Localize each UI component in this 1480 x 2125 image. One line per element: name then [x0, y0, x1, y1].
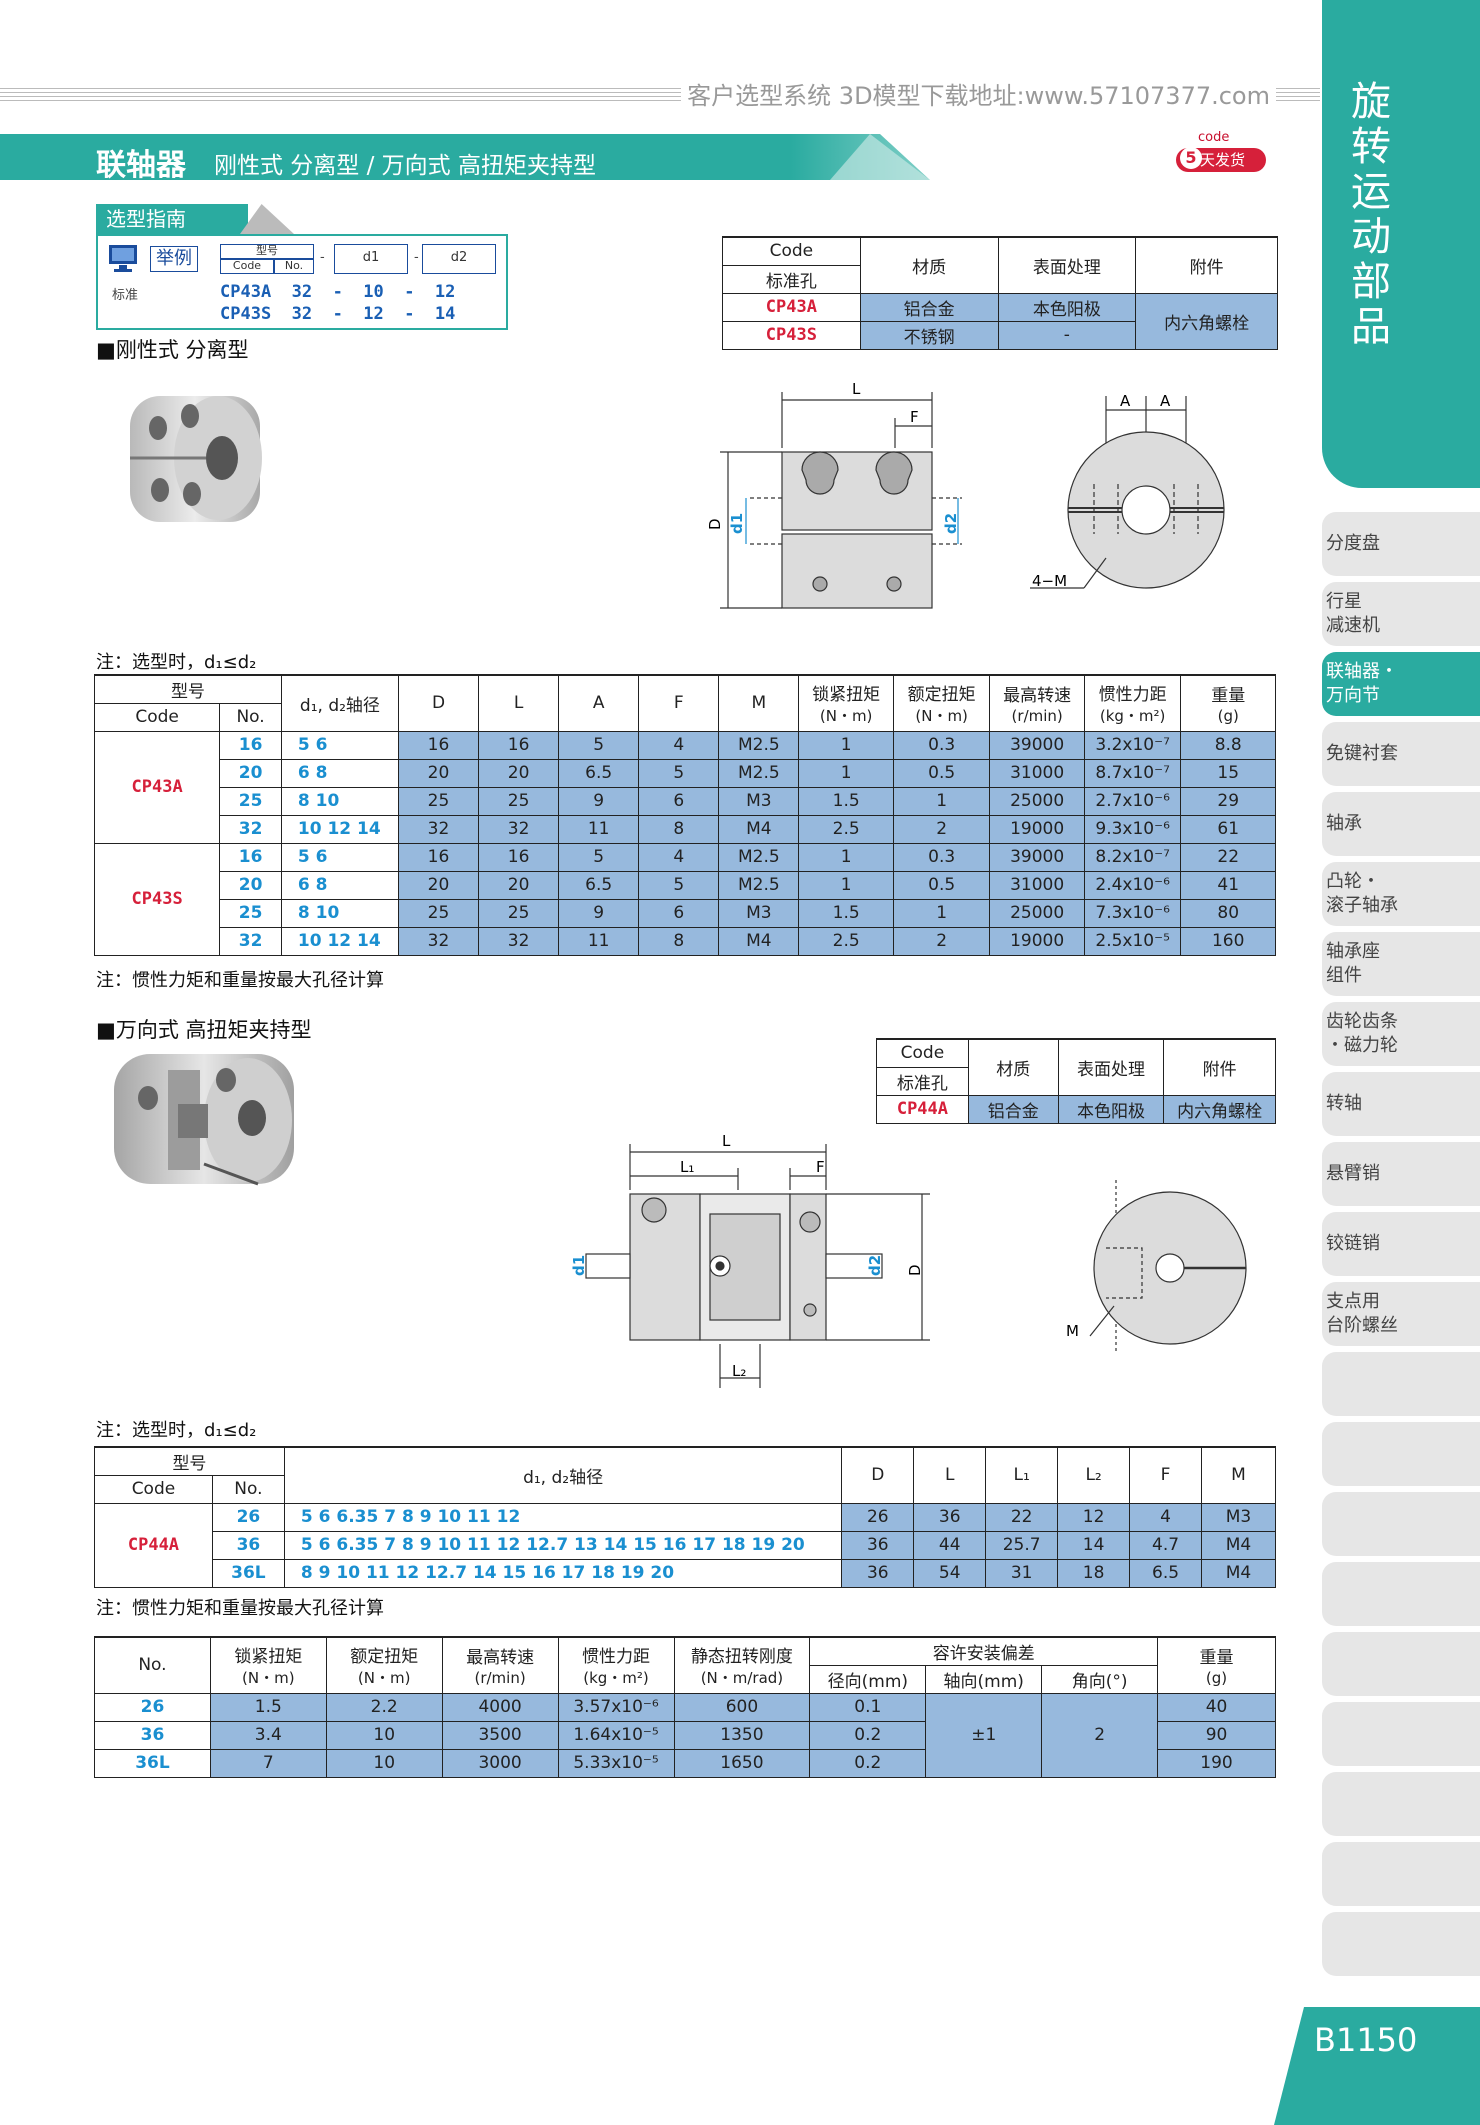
example-line-1: CP43A 32 - 10 - 12: [220, 282, 456, 302]
sidebar-item-empty: [1322, 1562, 1480, 1626]
sidebar-item-cantilever-pin[interactable]: 悬臂销: [1322, 1142, 1480, 1206]
sidebar-item-hinge-pin[interactable]: 铰链销: [1322, 1212, 1480, 1276]
section2-note-before: 注：选型时，d₁≤d₂: [96, 1420, 257, 1441]
rigid-coupling-photo: [130, 396, 262, 522]
guide-tab: 选型指南: [96, 204, 248, 234]
code-cell: CP43S: [93, 842, 221, 956]
sidebar-item-cam-follower[interactable]: 凸轮・ 滚子轴承: [1322, 862, 1480, 926]
section1-material-table: Code 材质 表面处理 附件 标准孔 CP43A 铝合金 本色阳极 内六角螺栓…: [722, 236, 1278, 350]
sidebar-item-empty: [1322, 1352, 1480, 1416]
sidebar-item-keyless-bushing[interactable]: 免键衬套: [1322, 722, 1480, 786]
rigid-coupling-side-drawing: L F D d1 d2: [706, 380, 962, 609]
url-banner: 客户选型系统 3D模型下载地址:www.57107377.com: [0, 84, 1320, 108]
svg-text:d1: d1: [728, 513, 746, 534]
code-cell: CP44A: [94, 1502, 213, 1588]
sidebar-item-shoulder-screw[interactable]: 支点用 台阶螺丝: [1322, 1282, 1480, 1346]
guide-tab-decoration: [240, 204, 294, 234]
universal-coupling-photo: [114, 1054, 294, 1186]
sidebar-item-coupling[interactable]: 联轴器・ 万向节: [1322, 652, 1480, 716]
rigid-coupling-end-drawing: A A 4−M: [1030, 392, 1225, 590]
section2-note-after: 注：惯性力矩和重量按最大孔径计算: [96, 1598, 384, 1619]
section2-performance-table: No. 锁紧扭矩(N・m) 额定扭矩(N・m) 最高转速(r/min) 惯性力距…: [94, 1636, 1276, 1778]
section1-spec-table: 型号 d₁, d₂轴径 D L A F M 锁紧扭矩(N・m) 额定扭矩(N・m…: [93, 674, 1276, 956]
sidebar-item-index-table[interactable]: 分度盘: [1322, 512, 1480, 576]
svg-text:D: D: [906, 1264, 924, 1276]
section1-note-before: 注：选型时，d₁≤d₂: [96, 652, 257, 673]
code-cell: CP44A: [876, 1094, 969, 1124]
page-subtitle: 刚性式 分离型 / 万向式 高扭矩夹持型: [214, 153, 596, 179]
delivery-days: 5: [1180, 147, 1202, 169]
svg-text:L₁: L₁: [680, 1158, 694, 1176]
code-cell: CP43A: [722, 292, 861, 322]
sidebar-item-shaft[interactable]: 转轴: [1322, 1072, 1480, 1136]
svg-text:L: L: [722, 1132, 731, 1150]
sidebar-item-empty: [1322, 1492, 1480, 1556]
svg-text:M: M: [1066, 1322, 1079, 1340]
svg-text:F: F: [816, 1158, 825, 1176]
sidebar-item-empty: [1322, 1632, 1480, 1696]
monitor-icon: [109, 245, 137, 272]
svg-text:F: F: [910, 408, 919, 426]
section2-dimension-table: 型号 d₁, d₂轴径 D L L₁ L₂ F M Code No. CP44A…: [94, 1446, 1276, 1588]
section2-heading: ■万向式 高扭矩夹持型: [96, 1018, 312, 1042]
standard-label: 标准: [112, 288, 139, 303]
category-label: 旋转运动部品: [1351, 79, 1391, 350]
code-cell: CP43A: [93, 730, 221, 844]
sidebar-item-empty: [1322, 1702, 1480, 1766]
section2-material-table: Code 材质 表面处理 附件 标准孔 CP44A 铝合金 本色阳极 内六角螺栓: [876, 1038, 1276, 1124]
sidebar-item-bearing-unit[interactable]: 轴承座 组件: [1322, 932, 1480, 996]
delivery-badge: code 天发货 5: [1168, 128, 1278, 178]
universal-coupling-end-drawing: M: [1066, 1180, 1247, 1352]
model-label: 型号: [220, 244, 314, 259]
svg-text:A: A: [1120, 392, 1131, 410]
sidebar-item-empty: [1322, 1772, 1480, 1836]
page-number: B1150: [1314, 2021, 1418, 2059]
sidebar-item-empty: [1322, 1842, 1480, 1906]
code-cell: CP43S: [722, 320, 861, 350]
selection-guide: 举例 标准 型号 Code No. - d1 - d2 CP43A 32 - 1…: [96, 234, 508, 330]
d2-label: d2: [422, 244, 496, 274]
d1-label: d1: [334, 244, 408, 274]
svg-text:L₂: L₂: [732, 1362, 746, 1380]
example-label: 举例: [150, 246, 198, 272]
category-tab[interactable]: 旋转运动部品: [1322, 0, 1480, 488]
page-number-tab: B1150: [1274, 2007, 1480, 2125]
example-line-2: CP43S 32 - 12 - 14: [220, 304, 456, 324]
download-url[interactable]: 客户选型系统 3D模型下载地址:www.57107377.com: [681, 84, 1276, 108]
sidebar-item-bearing[interactable]: 轴承: [1322, 792, 1480, 856]
sidebar-item-empty: [1322, 1422, 1480, 1486]
section1-heading: ■刚性式 分离型: [96, 338, 249, 362]
sidebar-item-gear-rack[interactable]: 齿轮齿条 ・磁力轮: [1322, 1002, 1480, 1066]
title-bar: 联轴器 刚性式 分离型 / 万向式 高扭矩夹持型: [0, 134, 930, 180]
svg-text:d2: d2: [866, 1255, 884, 1276]
svg-text:d1: d1: [570, 1255, 588, 1276]
section1-note-after: 注：惯性力矩和重量按最大孔径计算: [96, 970, 384, 991]
svg-text:D: D: [706, 518, 724, 530]
svg-text:d2: d2: [942, 513, 960, 534]
svg-text:A: A: [1160, 392, 1171, 410]
sidebar-item-reducer[interactable]: 行星 减速机: [1322, 582, 1480, 646]
sidebar-item-empty: [1322, 1912, 1480, 1976]
universal-coupling-side-drawing: L L₁ F d1 d2 D L₂: [570, 1132, 930, 1388]
svg-text:L: L: [852, 380, 861, 398]
page-title: 联轴器: [96, 148, 186, 183]
svg-text:4−M: 4−M: [1032, 572, 1067, 590]
